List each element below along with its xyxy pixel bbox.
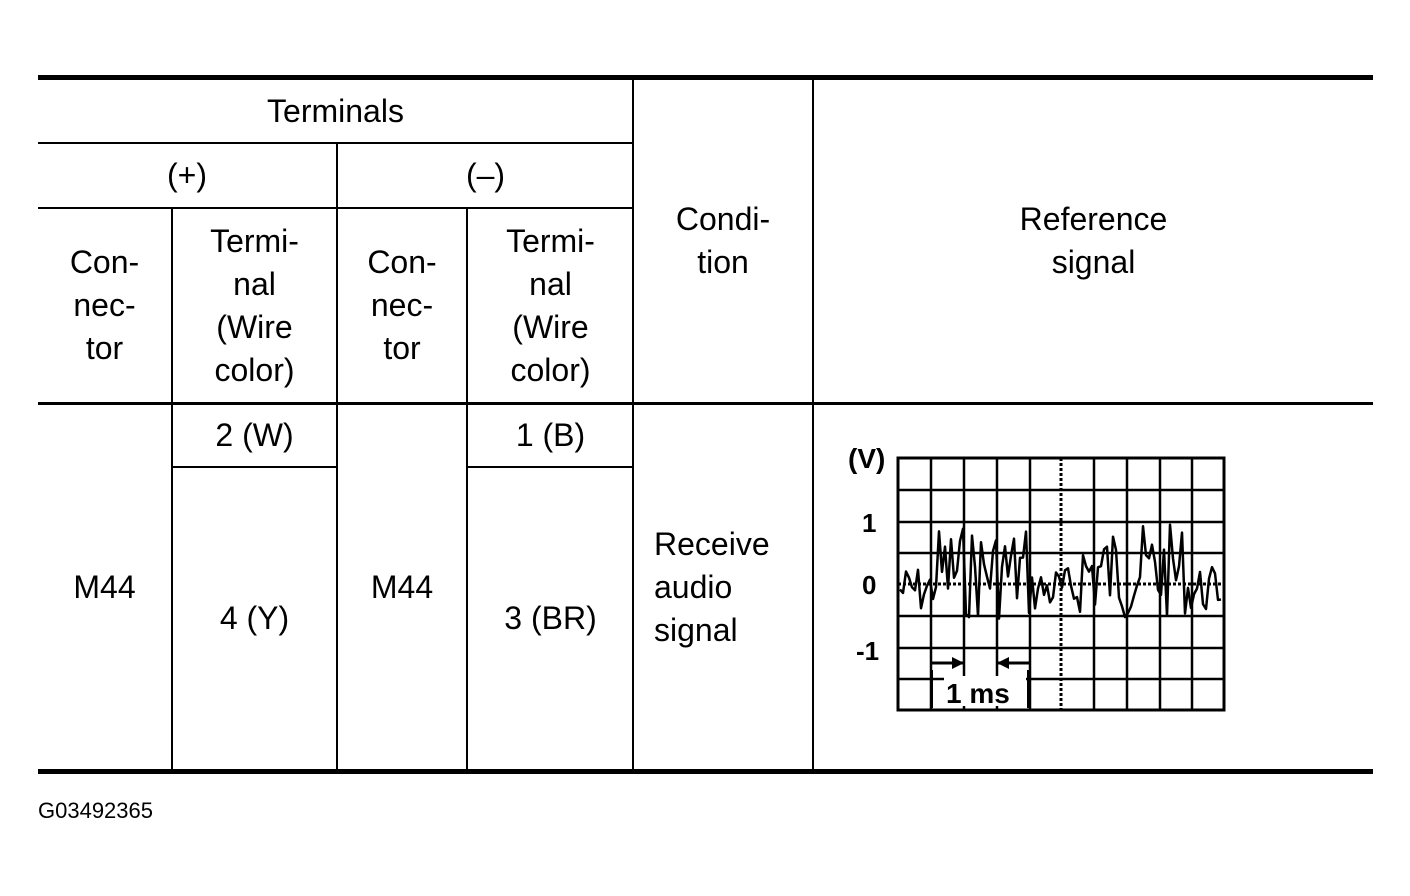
header-plus-terminal: Termi- nal (Wire color) (210, 222, 299, 388)
polarity-rule (38, 207, 633, 209)
y-tick-minus-1: -1 (856, 636, 879, 666)
minus-connector-value: M44 (370, 568, 434, 605)
header-plus: (+) (167, 157, 207, 193)
col-divider-polarity (336, 143, 338, 771)
header-reference-signal: Reference signal (1019, 201, 1168, 280)
minus-terminal-value-2: 3 (BR) (504, 600, 597, 636)
y-tick-1: 1 (862, 508, 876, 538)
plus-terminal-divider (172, 466, 337, 468)
col-divider-reference (812, 80, 814, 771)
condition-value: Receive audio signal (654, 525, 770, 648)
table-top-rule (38, 75, 1373, 80)
plus-terminal-value-1: 2 (W) (215, 417, 294, 453)
header-condition: Condi- tion (675, 201, 771, 280)
terminals-rule (38, 142, 633, 144)
minus-terminal-value-1: 1 (B) (515, 417, 586, 453)
header-minus: (–) (465, 157, 506, 193)
col-divider-minus-terminal (466, 208, 468, 771)
header-minus-terminal: Termi- nal (Wire color) (506, 222, 595, 388)
header-bottom-rule (38, 402, 1373, 405)
header-plus-connector: Con- nec- tor (69, 244, 140, 366)
header-minus-connector: Con- nec- tor (367, 244, 437, 366)
reference-signal-waveform: (V) 1 0 -1 1 ms (848, 443, 1226, 712)
signal-unit-label: (V) (848, 443, 885, 474)
minus-terminal-divider (467, 466, 633, 468)
table-bottom-rule (38, 769, 1373, 774)
plus-terminal-value-2: 4 (Y) (219, 600, 290, 636)
time-scale-label: 1 ms (946, 678, 1010, 709)
y-tick-0: 0 (862, 570, 876, 600)
figure-id: G03492365 (38, 798, 153, 823)
header-terminals: Terminals (267, 92, 404, 129)
time-scale-marker (930, 657, 1030, 708)
col-divider-plus-terminal (171, 208, 173, 771)
plus-connector-value: M44 (73, 568, 136, 605)
waveform-trace (899, 523, 1222, 620)
col-divider-condition (632, 80, 634, 771)
